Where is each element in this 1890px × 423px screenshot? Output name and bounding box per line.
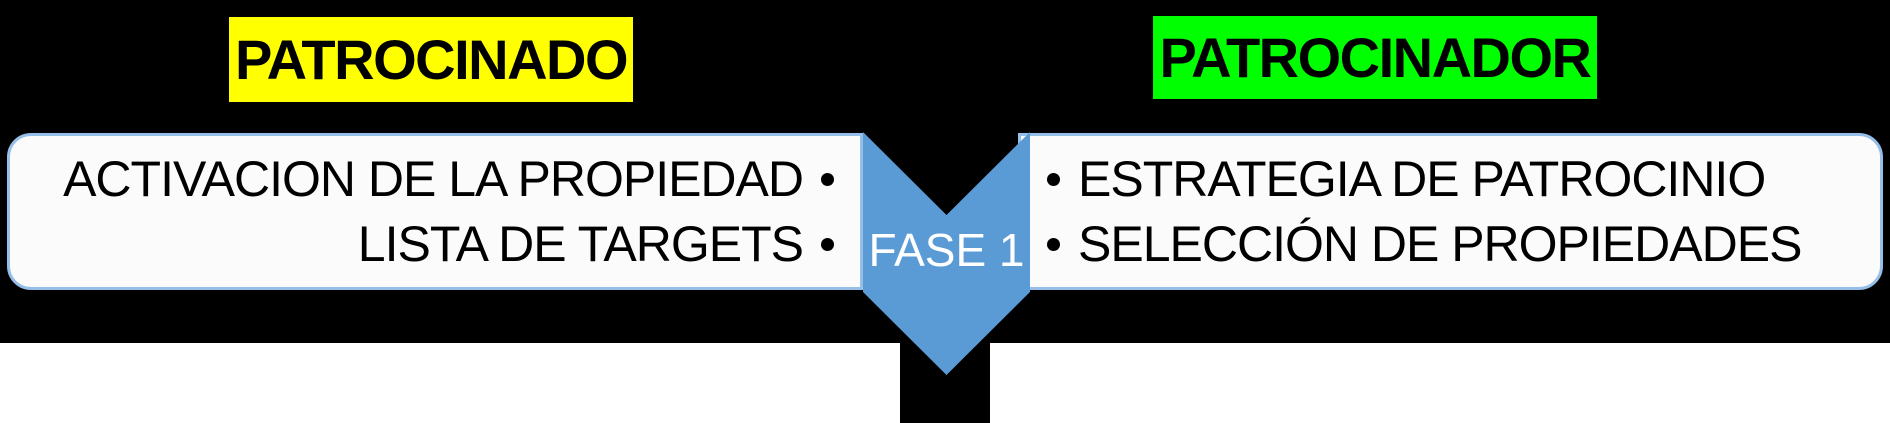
list-item: SELECCIÓN DE PROPIEDADES [1047,212,1802,277]
bullet-icon [821,237,834,251]
list-item: ESTRATEGIA DE PATROCINIO [1047,147,1766,212]
patrocinado-panel: ACTIVACION DE LA PROPIEDAD LISTA DE TARG… [7,133,863,290]
bullet-icon [1047,172,1060,186]
list-item-label: ESTRATEGIA DE PATROCINIO [1078,151,1766,207]
list-item-label: ACTIVACION DE LA PROPIEDAD [63,151,804,207]
bottom-panel-right [990,343,1890,423]
list-item-label: SELECCIÓN DE PROPIEDADES [1078,216,1802,272]
patrocinador-header: PATROCINADOR [1153,16,1597,99]
list-item: ACTIVACION DE LA PROPIEDAD [63,147,834,212]
patrocinador-panel: ESTRATEGIA DE PATROCINIO SELECCIÓN DE PR… [1018,133,1883,290]
list-item-label: LISTA DE TARGETS [357,216,804,272]
phase-label: FASE 1 [868,224,1025,276]
list-item: LISTA DE TARGETS [358,212,834,277]
bottom-panel-left [0,343,900,423]
phase-chevron-arrow-icon [863,132,1030,375]
bullet-icon [821,172,834,186]
patrocinado-header: PATROCINADO [229,17,633,102]
bullet-icon [1047,237,1060,251]
